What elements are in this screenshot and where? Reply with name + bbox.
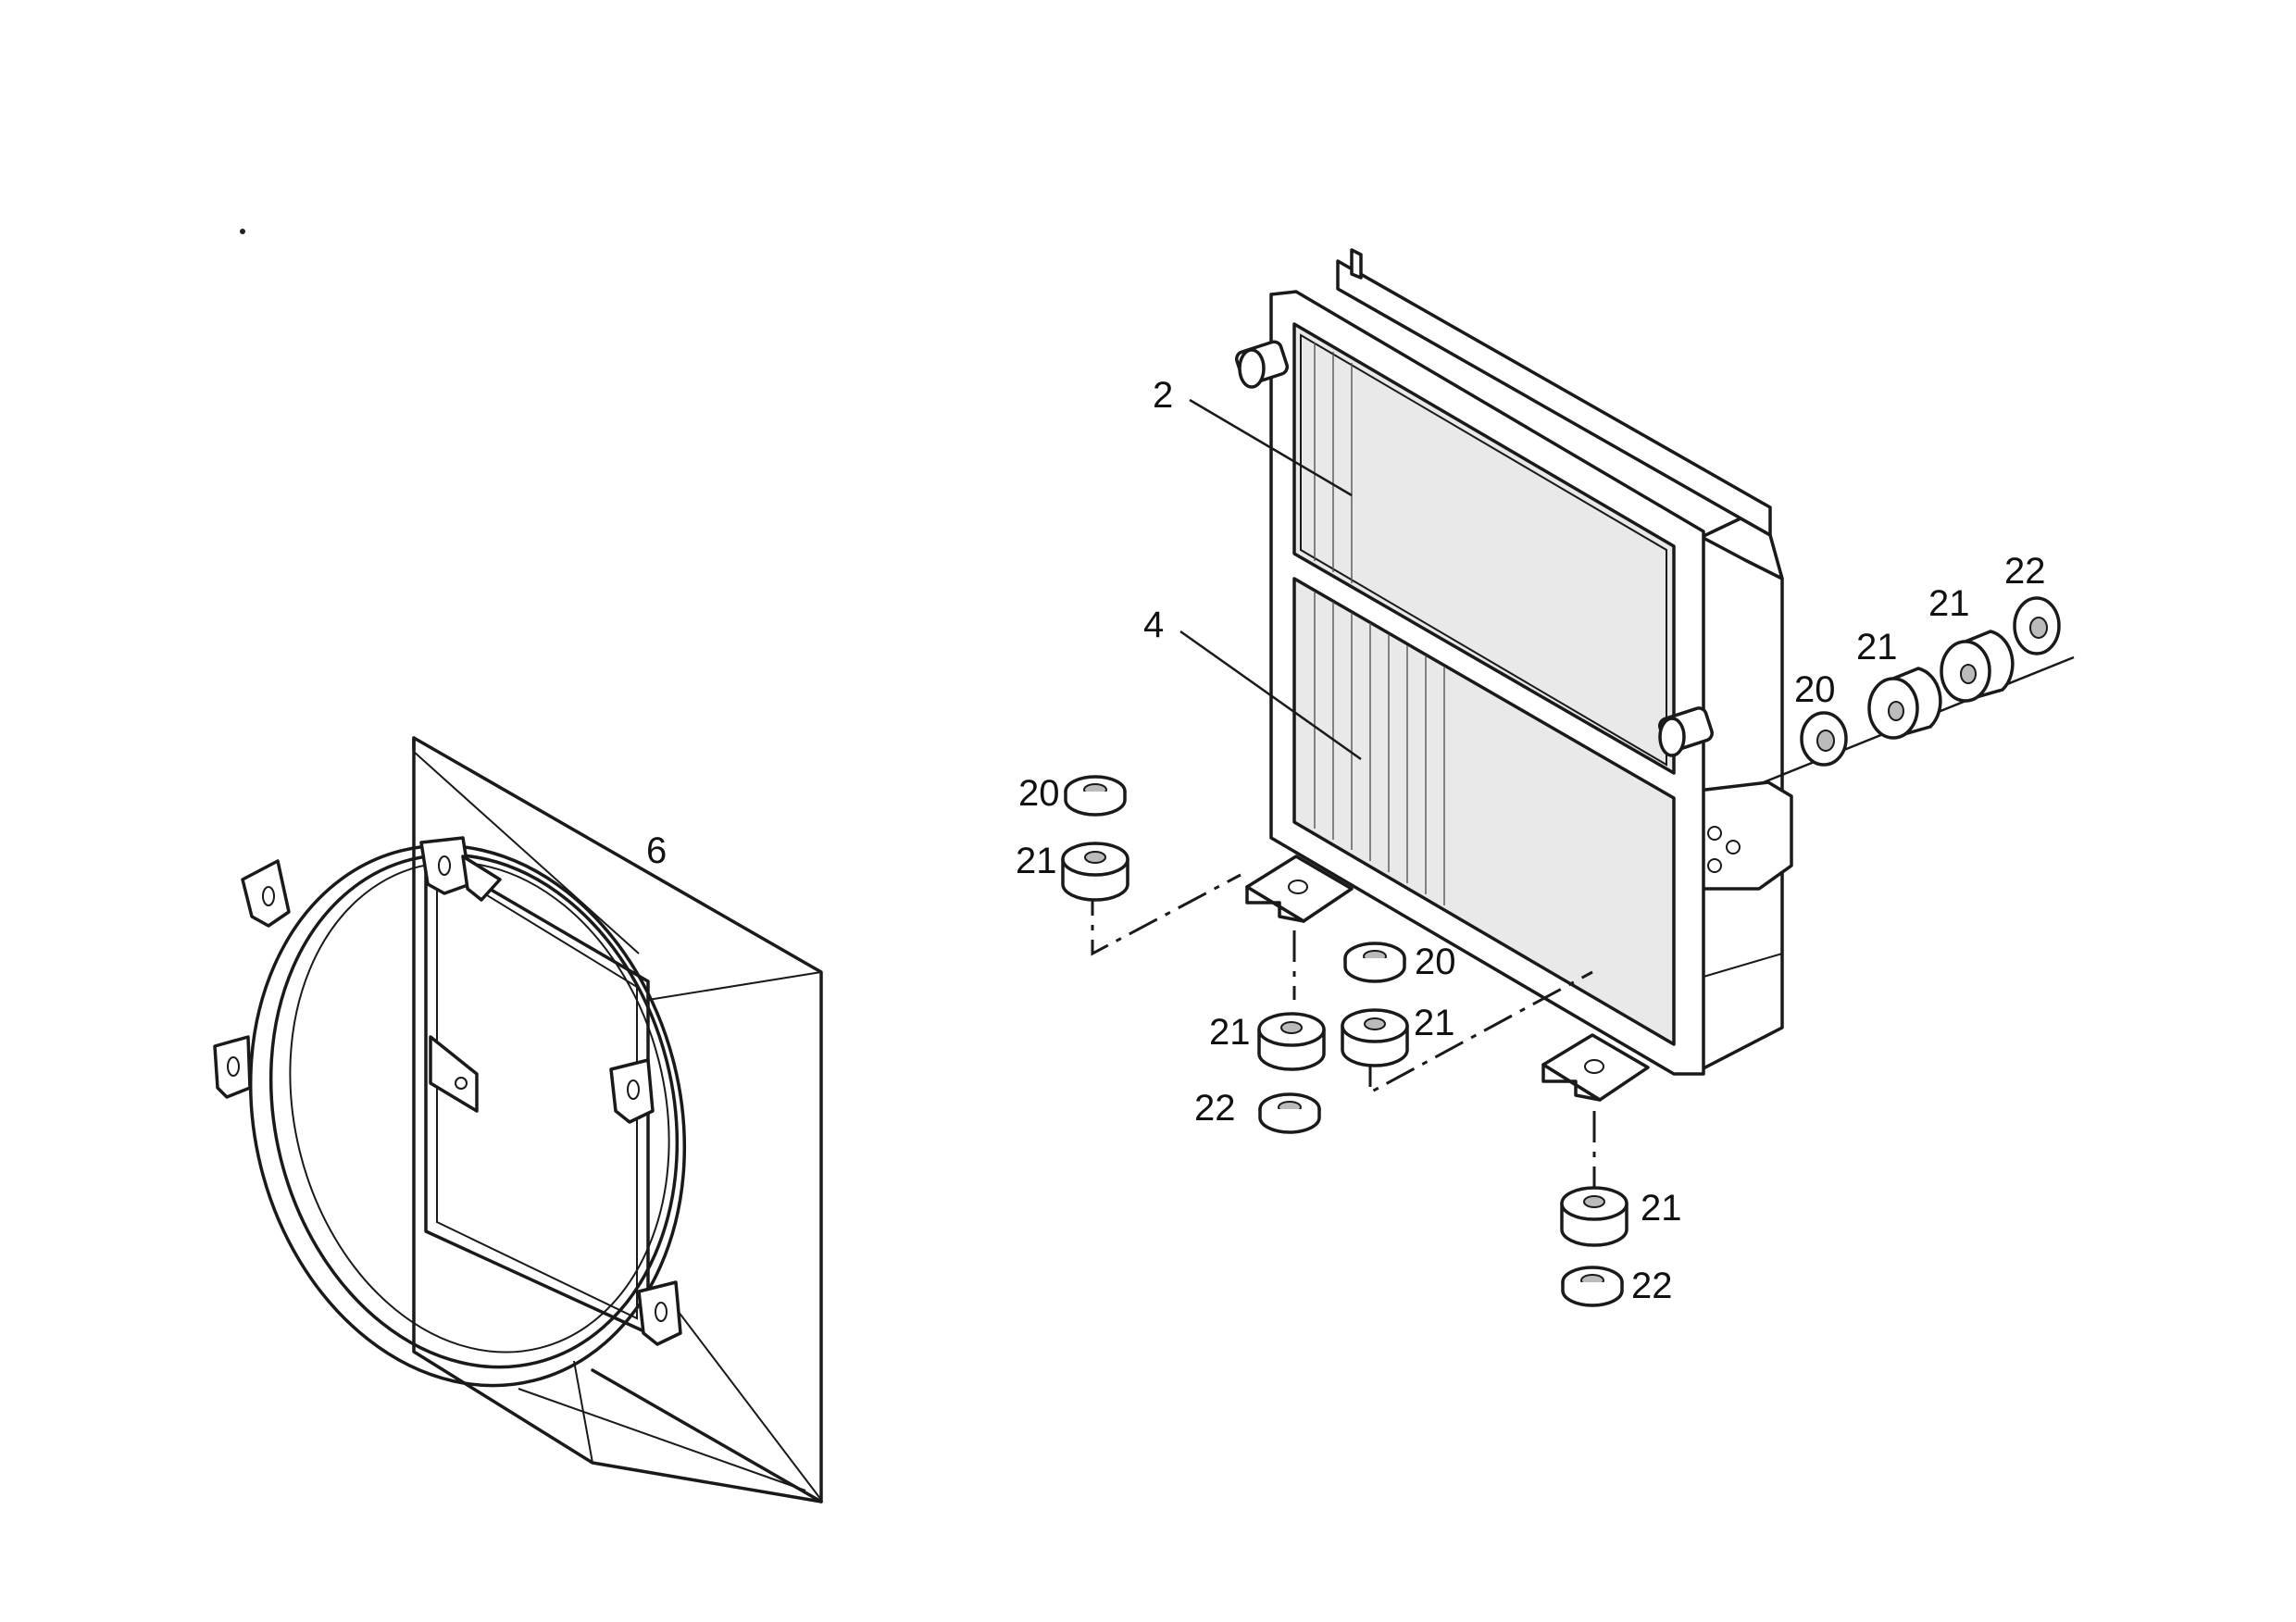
callout-right-washer-22: 22 (1631, 1266, 1673, 1306)
side-washer-22 (2013, 596, 2061, 655)
left-fastener-stack: 20 21 (1016, 773, 1242, 956)
ring-tab (241, 859, 291, 928)
ring-tab (213, 1035, 252, 1099)
side-fastener-stack: 20 21 21 22 (1763, 551, 2075, 784)
left-mount-bracket (1245, 855, 1354, 923)
lower-pipe-stub (1658, 706, 1714, 757)
right-fastener-stack: 21 22 (1560, 1111, 1682, 1307)
callout-side-mount-21-b: 21 (1928, 583, 1970, 624)
radiator: 2 4 (1143, 248, 1793, 1102)
callout-radiator-lower: 4 (1143, 605, 1164, 645)
mid-mount-21-right (1341, 1008, 1409, 1067)
side-washer-20 (1800, 711, 1848, 767)
callout-left-mount-21: 21 (1016, 841, 1057, 881)
fan-shroud: 6 (213, 736, 823, 1503)
mid-mount-21-left (1257, 1012, 1326, 1071)
mid-washer-22 (1258, 1092, 1321, 1134)
speck (240, 229, 245, 234)
callout-side-washer-20: 20 (1794, 669, 1836, 710)
callout-mid-mount-21-right: 21 (1414, 1003, 1455, 1043)
callout-side-washer-22: 22 (2004, 551, 2046, 592)
right-washer-22 (1561, 1266, 1624, 1307)
callout-fan-shroud: 6 (646, 830, 667, 871)
callout-radiator-upper: 2 (1153, 375, 1173, 416)
callout-mid-washer-22: 22 (1194, 1088, 1236, 1129)
callout-mid-mount-21-left: 21 (1209, 1012, 1251, 1053)
middle-fastener-stacks: 20 21 21 22 (1194, 930, 1593, 1134)
left-washer-20 (1064, 775, 1127, 817)
callout-left-washer-20: 20 (1018, 773, 1060, 814)
callout-right-mount-21: 21 (1641, 1188, 1682, 1229)
callout-mid-washer-20: 20 (1415, 942, 1456, 982)
side-mount-21-b (1940, 630, 2015, 703)
ring-tab (637, 1280, 682, 1346)
ring-tab (419, 836, 502, 902)
mid-washer-20 (1343, 942, 1406, 983)
upper-pipe-stub (1234, 340, 1290, 389)
radiator-fins (1314, 343, 1445, 905)
callout-side-mount-21-a: 21 (1856, 627, 1898, 668)
right-mount-21 (1560, 1186, 1628, 1247)
right-mount-bracket (1541, 1033, 1650, 1102)
side-mount-21-a (1867, 667, 1942, 740)
left-mount-21 (1061, 842, 1129, 902)
ring-tab (609, 1058, 655, 1124)
